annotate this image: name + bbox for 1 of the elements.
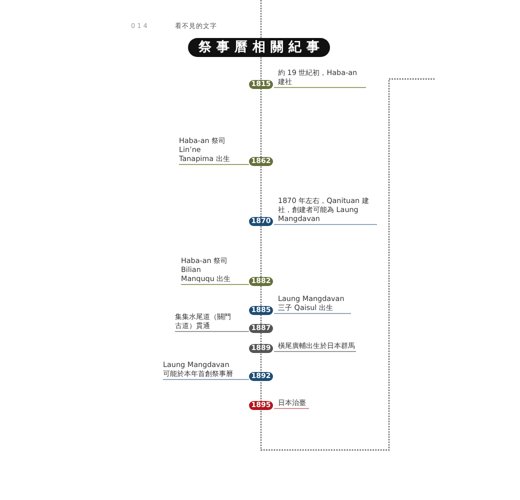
title-banner: 祭事曆相關紀事 (188, 38, 330, 57)
